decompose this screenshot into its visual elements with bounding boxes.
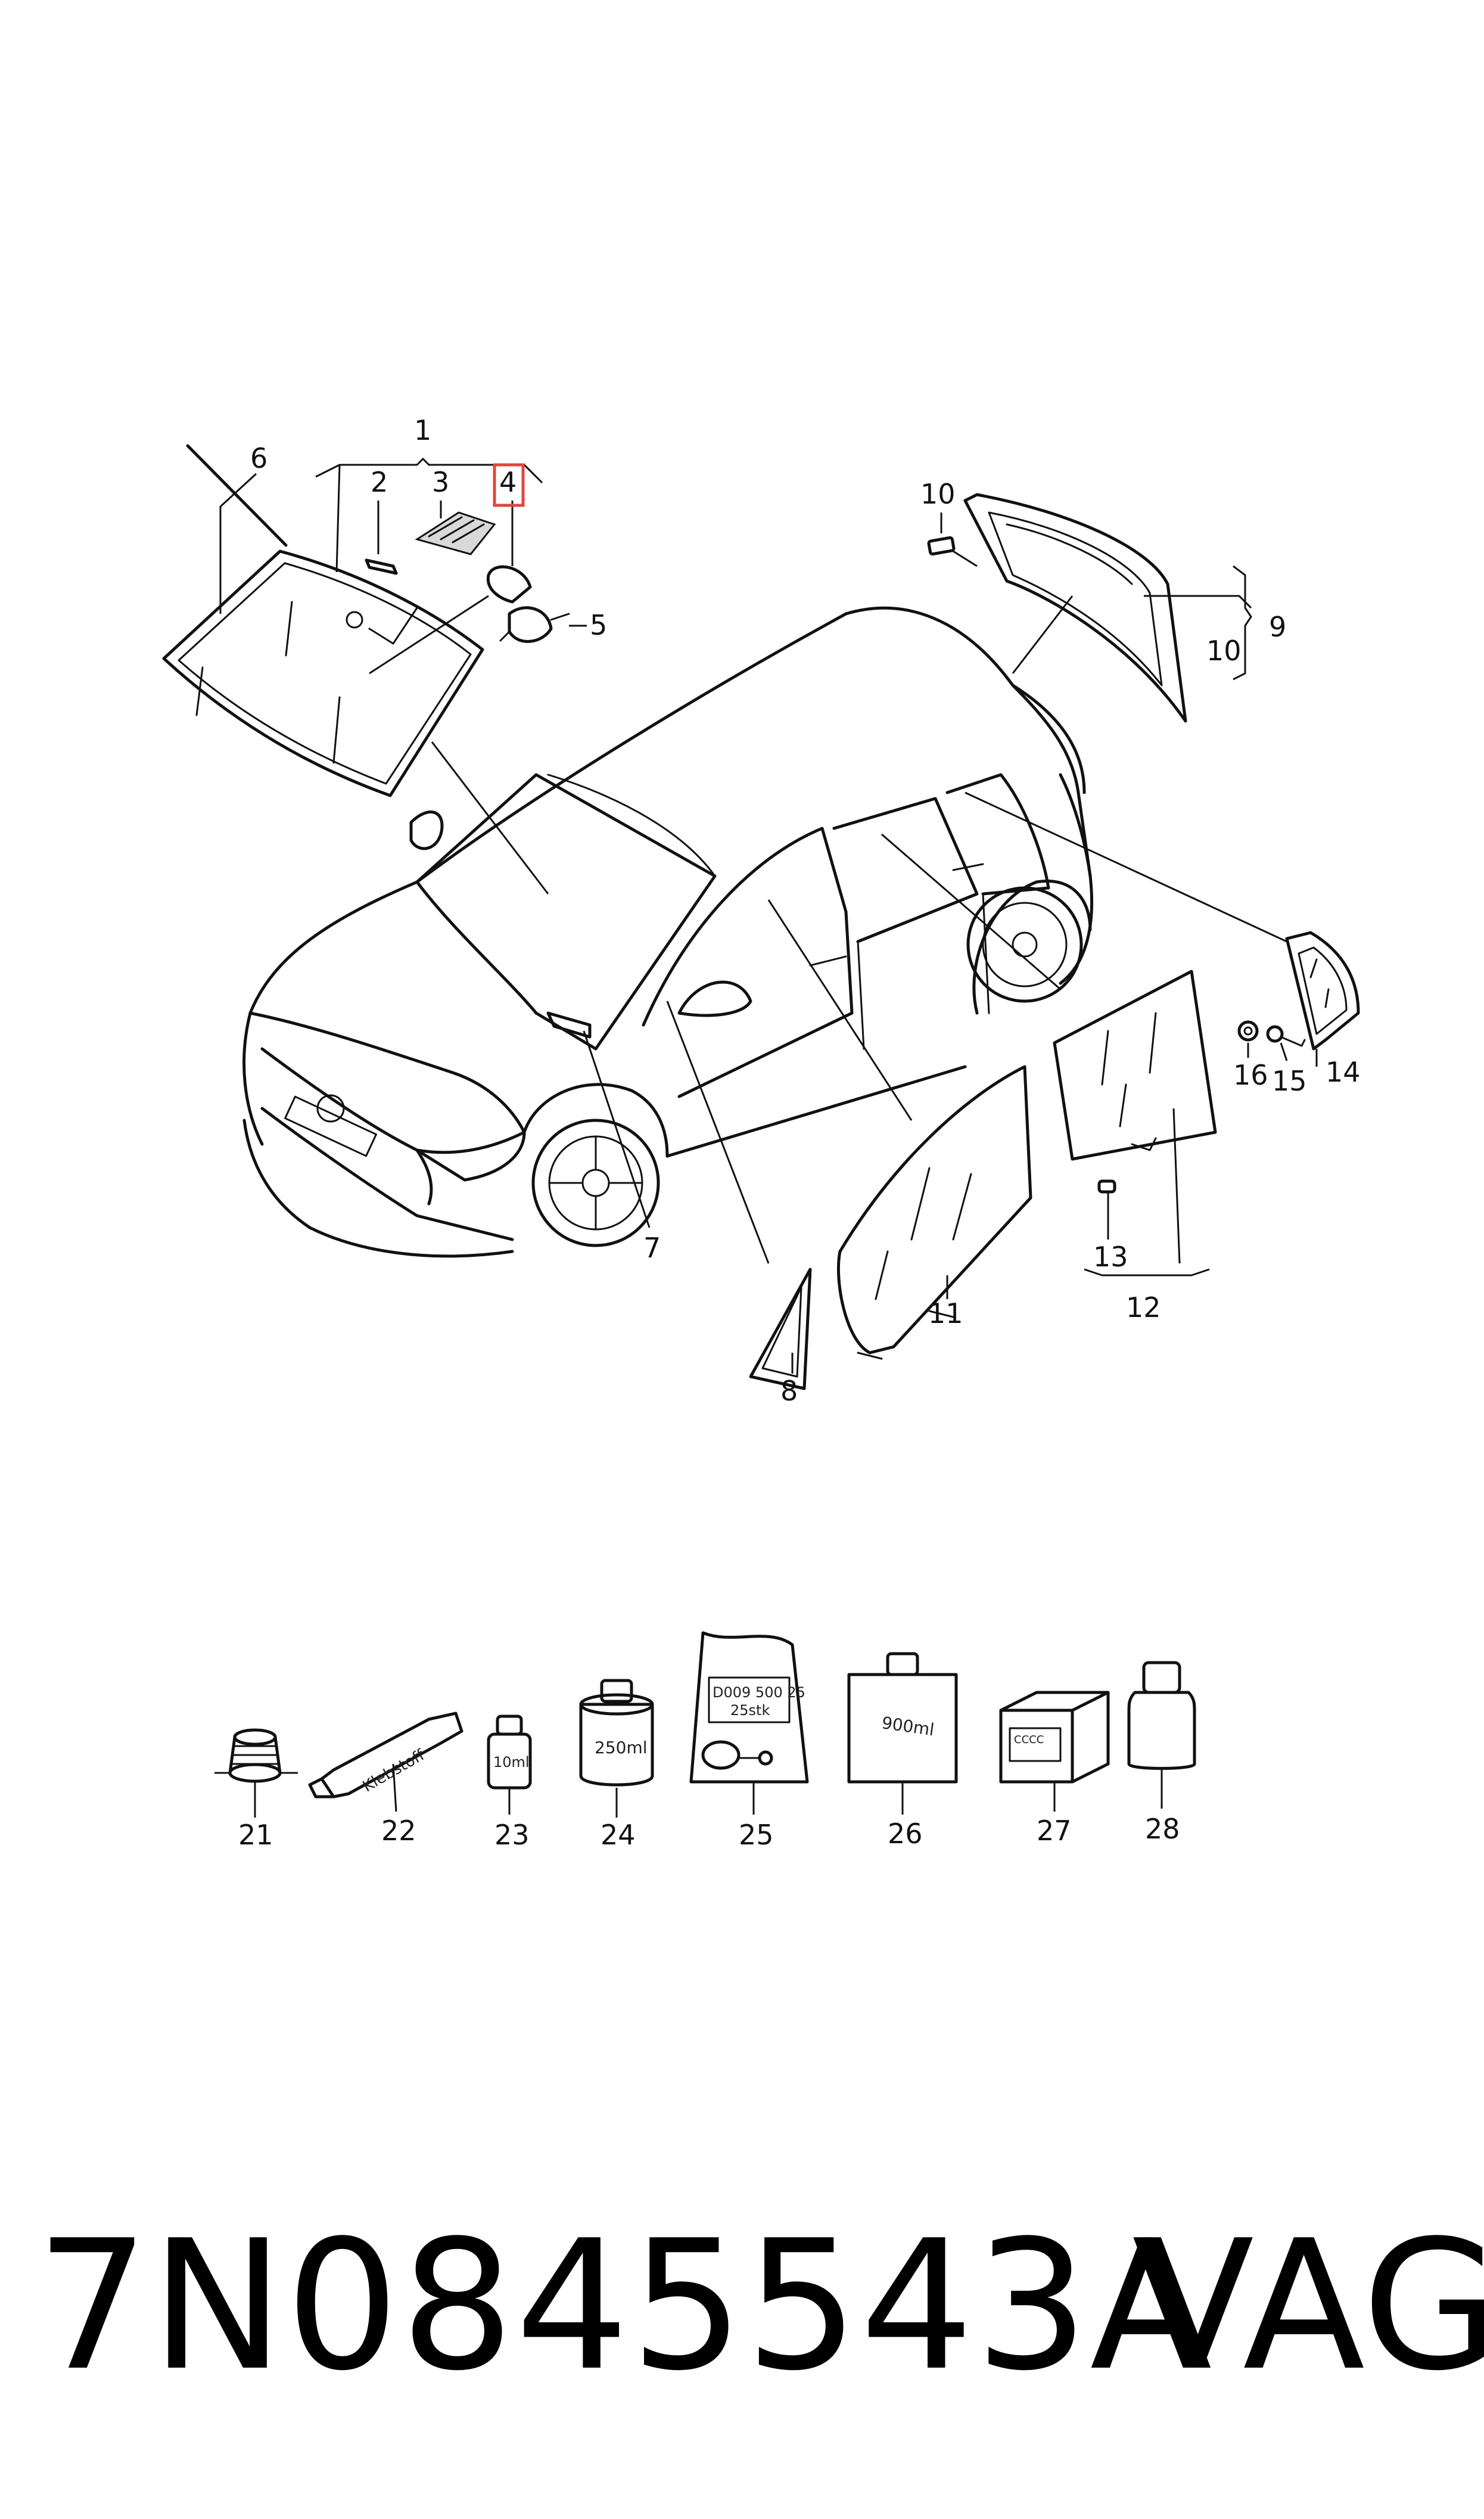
callout-23: 23 — [494, 1819, 530, 1851]
callout-25: 25 — [739, 1819, 774, 1851]
car-body — [242, 606, 1093, 1258]
leader-lines — [219, 457, 1318, 1374]
item-28-bottle — [1127, 1661, 1196, 1809]
box-label: 900ml — [881, 1713, 935, 1740]
callout-24: 24 — [601, 1819, 636, 1851]
callout-4-highlight — [493, 463, 525, 507]
callouts: 1 2 3 4 5 6 7 8 9 10 10 11 12 13 14 15 1… — [250, 414, 1361, 1407]
callout-28: 28 — [1145, 1813, 1180, 1845]
item-21-spool — [214, 1728, 298, 1818]
consumables: Klebstoff 10ml 250ml D009 500 25 25stk — [214, 1631, 1196, 1851]
callout-2: 2 — [371, 466, 388, 498]
callout-7: 7 — [643, 1232, 661, 1264]
front-door-glass — [837, 1065, 1032, 1360]
callout-14: 14 — [1326, 1056, 1361, 1088]
callout-3: 3 — [432, 466, 449, 498]
item-24-can: 250ml — [579, 1679, 654, 1818]
kit-label: CCCC — [1014, 1734, 1044, 1746]
sensor-parts — [365, 511, 570, 643]
callout-10-bracket: 10 — [1206, 635, 1242, 667]
item-23-bottle: 10ml — [487, 1714, 532, 1815]
callout-6: 6 — [250, 442, 267, 474]
bag-label-2: 25stk — [730, 1702, 770, 1719]
item-27-kit: CCCC — [999, 1691, 1110, 1812]
callout-13: 13 — [1093, 1241, 1128, 1273]
callout-4: 4 — [499, 466, 517, 498]
brand-name: VAG — [1132, 2202, 1484, 2410]
callout-9: 9 — [1269, 611, 1286, 643]
can-label: 250ml — [595, 1738, 648, 1757]
callout-1: 1 — [414, 414, 431, 446]
callout-10-top: 10 — [920, 478, 956, 510]
rear-quarter-glass — [1237, 931, 1360, 1051]
bottle-label: 10ml — [493, 1754, 530, 1771]
part-number: 7N0845543A — [36, 2202, 1214, 2410]
callout-26: 26 — [888, 1818, 923, 1850]
callout-15: 15 — [1272, 1065, 1307, 1097]
callout-22: 22 — [381, 1815, 416, 1847]
rear-window — [927, 493, 1187, 723]
callout-16: 16 — [1233, 1059, 1268, 1091]
callout-11: 11 — [928, 1297, 963, 1330]
rear-door-glass — [1053, 970, 1217, 1194]
callout-5: 5 — [590, 609, 607, 641]
callout-27: 27 — [1037, 1815, 1072, 1847]
item-26-box: 900ml — [847, 1652, 958, 1815]
callout-8: 8 — [780, 1375, 798, 1407]
callout-12: 12 — [1126, 1291, 1161, 1324]
bag-label-1: D009 500 25 — [713, 1684, 805, 1701]
windshield — [162, 444, 484, 797]
item-22-tube: Klebstoff — [308, 1712, 463, 1812]
quarter-glass-front — [749, 1268, 812, 1390]
item-25-bag: D009 500 25 25stk — [689, 1631, 809, 1815]
callout-21: 21 — [238, 1819, 273, 1851]
